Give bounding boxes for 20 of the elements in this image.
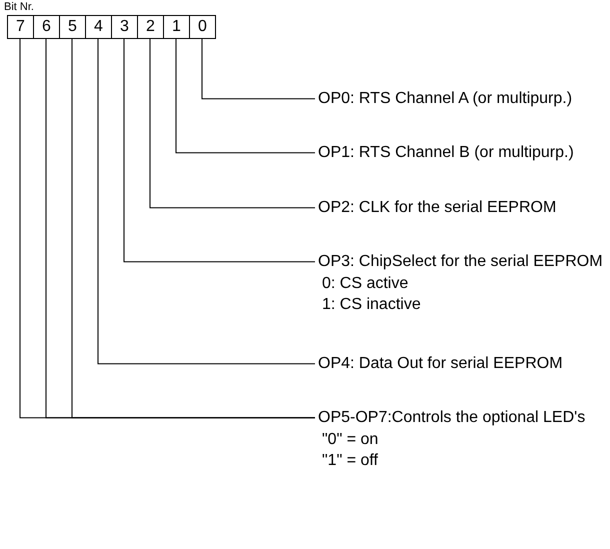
connector-line bbox=[176, 38, 316, 154]
bit-description: OP4: Data Out for serial EEPROM bbox=[318, 353, 606, 375]
connector-line bbox=[150, 38, 316, 208]
bit-cell: 5 bbox=[59, 15, 86, 39]
bit-description: OP3: ChipSelect for the serial EEPROM 0: CS active 1: CS inactive bbox=[318, 251, 606, 316]
bit-description: OP5-OP7:Controls the optional LED's "0" = on "1" = off bbox=[318, 407, 606, 472]
bit-cell: 0 bbox=[189, 15, 216, 39]
connector-line bbox=[98, 38, 316, 364]
connector-line bbox=[202, 38, 316, 100]
bit-cell: 3 bbox=[111, 15, 138, 39]
bit-number-label: Bit Nr. bbox=[4, 0, 34, 14]
bit-cell: 6 bbox=[33, 15, 60, 39]
bit-cell: 1 bbox=[163, 15, 190, 39]
bit-cell: 2 bbox=[137, 15, 164, 39]
bit-description: OP1: RTS Channel B (or multipurp.) bbox=[318, 142, 606, 164]
bit-cell: 4 bbox=[85, 15, 112, 39]
bit-description: OP2: CLK for the serial EEPROM bbox=[318, 197, 606, 219]
bit-description: OP0: RTS Channel A (or multipurp.) bbox=[318, 88, 606, 110]
bit-cell: 7 bbox=[7, 15, 34, 39]
connector-line bbox=[124, 38, 316, 262]
